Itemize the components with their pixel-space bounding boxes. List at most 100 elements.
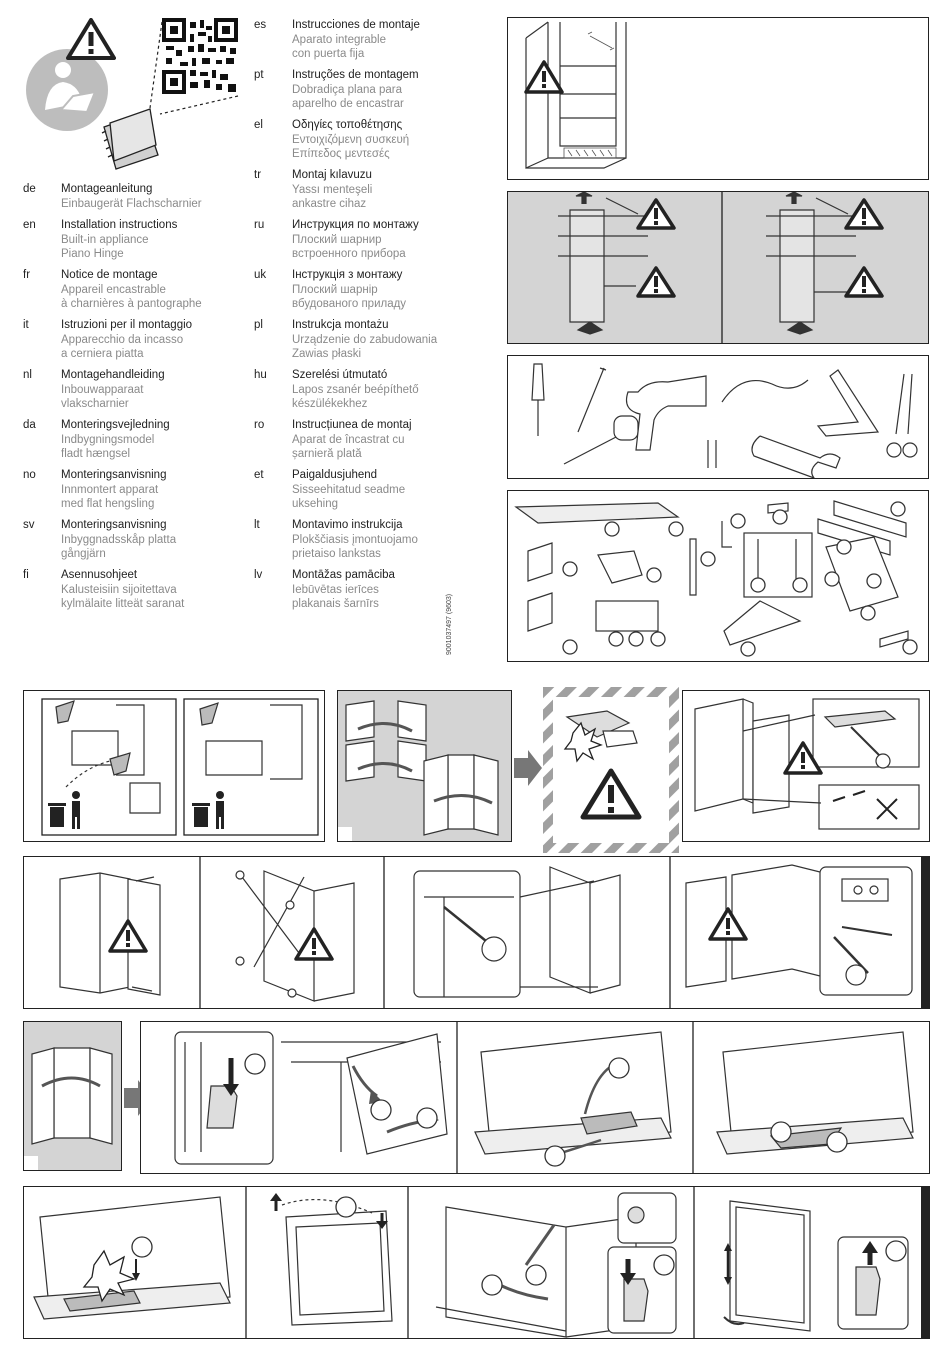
language-title: Instrucciones de montaje [292,19,420,31]
language-subtitle: Inbouwapparaat [61,383,144,396]
step-row4 [23,1186,930,1339]
language-subtitle: Aparat de încastrat cu [292,433,405,446]
step-row2 [23,856,930,1009]
language-subtitle: fladt hængsel [61,448,131,461]
language-subtitle: vlakscharnier [61,398,129,411]
warning-triangle-icon [66,18,116,60]
language-title: Monteringsvejledning [61,419,170,431]
warning-triangle-icon [708,907,748,941]
language-subtitle: Εντοιχιζόμενη συσκευή [292,133,410,146]
step-door-reverse [23,1021,122,1171]
language-title: Instruções de montagem [292,69,419,81]
language-subtitle: prietaiso lankstas [292,548,381,561]
language-subtitle: Dobradiça plana para [292,83,402,96]
language-subtitle: Piano Hinge [61,248,124,261]
language-subtitle: ankastre cihaz [292,198,367,211]
step-row3 [140,1021,930,1174]
language-title: Instrucțiunea de montaj [292,419,412,431]
language-code: hu [254,369,267,381]
language-title: Instrukcja montażu [292,319,389,331]
language-subtitle: Urządzenie do zabudowania [292,333,438,346]
warning-triangle-icon [783,741,823,775]
language-subtitle: Indbygningsmodel [61,433,155,446]
booklet-icon [100,105,162,173]
language-title: Asennusohjeet [61,569,138,581]
language-title: Montāžas pamāciba [292,569,395,581]
panel-tools [507,355,929,479]
language-subtitle: aparelho de encastrar [292,98,404,111]
language-code: tr [254,169,262,181]
language-code: it [23,319,29,331]
language-code: et [254,469,264,481]
language-subtitle: вбудованого приладу [292,298,407,311]
language-subtitle: készülékekhez [292,398,368,411]
warning-triangle-icon [580,768,642,820]
language-subtitle: uksehing [292,498,339,511]
language-subtitle: Zawias płaski [292,348,362,361]
warning-triangle-icon [108,919,148,953]
step-hinge-check [682,690,930,842]
language-title: Montageanleitung [61,183,153,195]
document-number: 9001037497 (9603) [446,593,453,655]
language-subtitle: встроенного прибора [292,248,406,261]
panel-parts-kit [507,490,929,662]
panel-niche-dimensions [507,17,929,180]
language-code: da [23,419,36,431]
language-title: Інструкція з монтажу [292,269,403,281]
language-subtitle: Kalusteisiin sijoitettava [61,583,177,596]
language-subtitle: plakanais šarnīrs [292,598,379,611]
read-manual-icon [25,48,110,133]
language-code: lt [254,519,260,531]
warning-triangle-icon [294,927,334,961]
language-subtitle: Built-in appliance [61,233,149,246]
qr-callout-lines [140,18,250,118]
language-subtitle: Inbyggnadsskåp platta [61,533,177,546]
language-code: el [254,119,263,131]
language-subtitle: kylmälaite litteät saranat [61,598,185,611]
language-code: en [23,219,36,231]
step-remove-cover [23,690,325,842]
panel-appliance-lift [507,191,929,344]
language-subtitle: Yassı menteşeli [292,183,373,196]
language-title: Istruzioni per il montaggio [61,319,193,331]
language-title: Οδηγίες τοποθέτησης [292,119,403,131]
language-title: Monteringsanvisning [61,469,167,481]
language-subtitle: Lapos zsanér beépíthető [292,383,419,396]
language-subtitle: Appareil encastrable [61,283,166,296]
language-subtitle: Επίπεδος μεντεσές [292,148,390,161]
language-code: lv [254,569,263,581]
language-title: Montagehandleiding [61,369,165,381]
language-subtitle: Innmontert apparat [61,483,159,496]
language-title: Szerelési útmutató [292,369,388,381]
language-title: Monteringsanvisning [61,519,167,531]
language-subtitle: Plokščiasis įmontuojamo [292,533,418,546]
language-subtitle: Aparato integrable [292,33,386,46]
language-title: Montaj kılavuzu [292,169,372,181]
language-title: Paigaldusjuhend [292,469,378,481]
language-code: fi [23,569,29,581]
language-subtitle: Iebūvētas ierīces [292,583,379,596]
language-code: de [23,183,36,195]
language-title: Installation instructions [61,219,178,231]
language-subtitle: Einbaugerät Flachscharnier [61,197,202,210]
warning-triangle-icon [524,60,564,94]
language-subtitle: med flat hengsling [61,498,155,511]
warning-hatched-panel [543,687,679,853]
warning-triangle-icon [636,198,884,298]
arrow-right-icon [514,750,542,786]
language-title: Montavimo instrukcija [292,519,403,531]
language-subtitle: Плоский шарнир [292,233,382,246]
language-subtitle: con puerta fija [292,48,365,61]
